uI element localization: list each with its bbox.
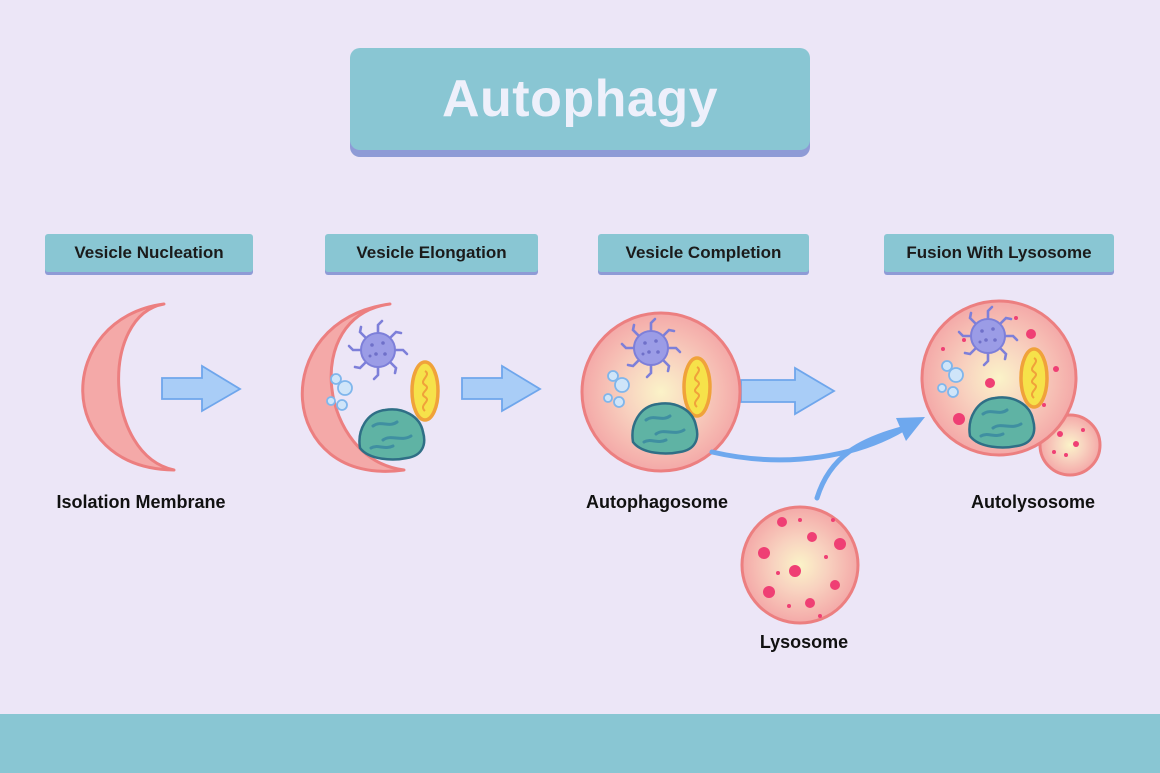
lysosome-circle bbox=[740, 505, 860, 625]
mitochondrion-icon bbox=[682, 356, 712, 418]
arrow-completion-to-fusion bbox=[740, 366, 836, 416]
mitochondrion-icon bbox=[1019, 347, 1049, 409]
title-banner: Autophagy bbox=[350, 48, 810, 150]
elongating-membrane bbox=[300, 302, 406, 473]
protein-aggregate-icon bbox=[967, 395, 1036, 449]
autophagosome-circle bbox=[580, 311, 742, 473]
mitochondrion-icon bbox=[410, 360, 440, 422]
stage-vesicle-nucleation: Vesicle Nucleation bbox=[45, 234, 253, 272]
stage-vesicle-completion: Vesicle Completion bbox=[598, 234, 809, 272]
curved-arrow-head bbox=[896, 417, 925, 441]
label-autolysosome: Autolysosome bbox=[970, 492, 1096, 512]
arrow-nucleation-to-elongation bbox=[161, 364, 242, 413]
virus-icon bbox=[347, 319, 409, 381]
footer-bar bbox=[0, 714, 1160, 773]
isolation-membrane-crescent bbox=[81, 302, 176, 472]
lysosome-enzyme-dots bbox=[758, 517, 846, 618]
label-autophagosome: Autophagosome bbox=[586, 492, 728, 512]
curved-arrow-to-autolysosome bbox=[709, 425, 908, 463]
enzyme-dots bbox=[941, 316, 1085, 457]
stage-vesicle-elongation: Vesicle Elongation bbox=[325, 234, 538, 272]
protein-aggregate-icon bbox=[630, 401, 699, 455]
label-isolation-membrane: Isolation Membrane bbox=[56, 492, 226, 512]
arrow-elongation-to-completion bbox=[461, 364, 542, 413]
protein-aggregate-icon bbox=[357, 407, 426, 461]
stage-fusion-with-lysosome: Fusion With Lysosome bbox=[884, 234, 1114, 272]
curved-arrow-from-lysosome bbox=[814, 425, 908, 501]
diagram-title: Autophagy bbox=[441, 70, 719, 128]
label-lysosome: Lysosome bbox=[759, 632, 849, 652]
